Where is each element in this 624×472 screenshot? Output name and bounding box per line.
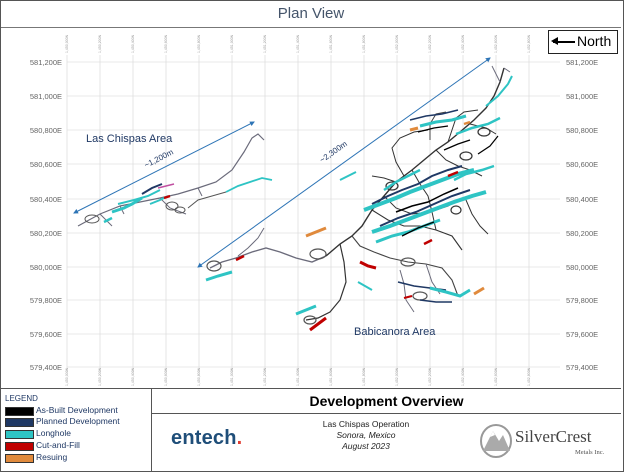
- legend-swatch: [5, 418, 34, 427]
- x-label: 1,450,800N: [197, 367, 201, 386]
- x-label: 1,452,600N: [494, 34, 498, 53]
- x-label: 1,450,200N: [98, 367, 102, 386]
- x-label: 1,450,400N: [131, 367, 135, 386]
- x-label: 1,452,000N: [395, 367, 399, 386]
- x-label: 1,452,600N: [494, 367, 498, 386]
- las-chispas-area-label: Las Chispas Area: [86, 133, 173, 145]
- x-label: 1,451,800N: [362, 367, 366, 386]
- x-label: 1,450,600N: [164, 34, 168, 53]
- y-label: 581,200E: [566, 58, 598, 67]
- x-label: 1,450,000N: [65, 34, 69, 53]
- las-chispas-distance-label: ~1,200m: [143, 147, 175, 169]
- y-label: 580,200E: [30, 229, 62, 238]
- y-label: 580,600E: [566, 160, 598, 169]
- babicanora-distance-arrow: [197, 57, 491, 268]
- silvercrest-logo-subtext: Metals Inc.: [575, 449, 605, 456]
- x-label: 1,450,600N: [164, 367, 168, 386]
- north-arrow-icon: [551, 38, 575, 44]
- y-label: 581,000E: [566, 92, 598, 101]
- x-label: 1,452,800N: [527, 34, 531, 53]
- development-title-bar: Development Overview: [152, 389, 621, 414]
- legend-swatch: [5, 430, 34, 439]
- babicanora-area-label: Babicanora Area: [354, 326, 436, 338]
- operation-info: Las Chispas Operation Sonora, Mexico Aug…: [291, 419, 441, 452]
- y-label: 580,400E: [30, 195, 62, 204]
- y-label: 579,400E: [30, 363, 62, 372]
- y-label: 581,200E: [30, 58, 62, 67]
- legend: LEGEND As-Built Development Planned Deve…: [1, 389, 152, 471]
- y-label: 581,000E: [30, 92, 62, 101]
- distance-arrows: ~1,200m ~2,300m: [73, 57, 491, 268]
- y-axis-labels-left: 581,200E 581,000E 580,800E 580,600E 580,…: [30, 58, 62, 372]
- legend-label: Planned Development: [36, 416, 120, 426]
- x-label: 1,450,000N: [65, 367, 69, 386]
- entech-logo-text: entech: [171, 427, 237, 449]
- y-label: 579,600E: [566, 330, 598, 339]
- y-label: 580,600E: [30, 160, 62, 169]
- x-axis-labels-bottom: 1,450,000N 1,450,200N 1,450,400N 1,450,6…: [65, 367, 531, 386]
- y-label: 580,000E: [30, 263, 62, 272]
- entech-logo-dot: .: [236, 427, 243, 449]
- x-label: 1,452,800N: [527, 367, 531, 386]
- y-label: 579,400E: [566, 363, 598, 372]
- y-label: 580,400E: [566, 195, 598, 204]
- development-title: Development Overview: [309, 393, 464, 409]
- y-label: 580,800E: [566, 126, 598, 135]
- title-block: LEGEND As-Built Development Planned Deve…: [1, 388, 621, 471]
- legend-swatch: [5, 407, 34, 416]
- x-label: 1,452,400N: [461, 34, 465, 53]
- x-label: 1,452,400N: [461, 367, 465, 386]
- x-axis-labels-top: 1,450,000N 1,450,200N 1,450,400N 1,450,6…: [65, 34, 531, 53]
- x-label: 1,451,600N: [329, 367, 333, 386]
- legend-label: Resuing: [36, 452, 68, 462]
- plan-view-map: 581,200E 581,000E 580,800E 580,600E 580,…: [30, 34, 598, 386]
- legend-swatch: [5, 454, 34, 463]
- babicanora-distance-label: ~2,300m: [318, 139, 349, 165]
- x-label: 1,451,400N: [296, 367, 300, 386]
- legend-label: As-Built Development: [36, 405, 118, 415]
- x-label: 1,451,800N: [362, 34, 366, 53]
- silvercrest-mountain-icon: [480, 424, 512, 458]
- babicanora-workings: [205, 65, 513, 332]
- x-label: 1,451,200N: [263, 367, 267, 386]
- page-title: Plan View: [277, 5, 345, 22]
- y-label: 579,600E: [30, 330, 62, 339]
- x-label: 1,451,600N: [329, 34, 333, 53]
- y-label: 579,800E: [30, 296, 62, 305]
- title-bar: Plan View: [1, 1, 621, 28]
- x-label: 1,452,200N: [428, 367, 432, 386]
- x-label: 1,451,000N: [230, 367, 234, 386]
- x-label: 1,451,400N: [296, 34, 300, 53]
- entech-logo: entech.: [171, 427, 242, 450]
- legend-label: Longhole: [36, 428, 71, 438]
- grid: [66, 55, 560, 372]
- north-indicator: North: [548, 30, 618, 54]
- x-label: 1,452,000N: [395, 34, 399, 53]
- y-axis-labels-right: 581,200E 581,000E 580,800E 580,600E 580,…: [566, 58, 598, 372]
- north-label: North: [577, 33, 612, 49]
- y-label: 580,800E: [30, 126, 62, 135]
- operation-date: August 2023: [342, 441, 390, 451]
- las-chispas-workings: [77, 133, 273, 227]
- x-label: 1,451,000N: [230, 34, 234, 53]
- operation-location: Sonora, Mexico: [336, 430, 396, 440]
- y-label: 580,200E: [566, 229, 598, 238]
- operation-name: Las Chispas Operation: [322, 419, 410, 429]
- x-label: 1,450,800N: [197, 34, 201, 53]
- silvercrest-logo-text: SilverCrest: [515, 427, 592, 446]
- legend-heading: LEGEND: [5, 394, 38, 403]
- y-label: 579,800E: [566, 296, 598, 305]
- x-label: 1,450,200N: [98, 34, 102, 53]
- y-label: 580,000E: [566, 263, 598, 272]
- x-label: 1,450,400N: [131, 34, 135, 53]
- silvercrest-logo: SilverCrest Metals Inc.: [479, 419, 619, 465]
- legend-swatch: [5, 442, 34, 451]
- x-label: 1,452,200N: [428, 34, 432, 53]
- x-label: 1,451,200N: [263, 34, 267, 53]
- legend-label: Cut-and-Fill: [36, 440, 80, 450]
